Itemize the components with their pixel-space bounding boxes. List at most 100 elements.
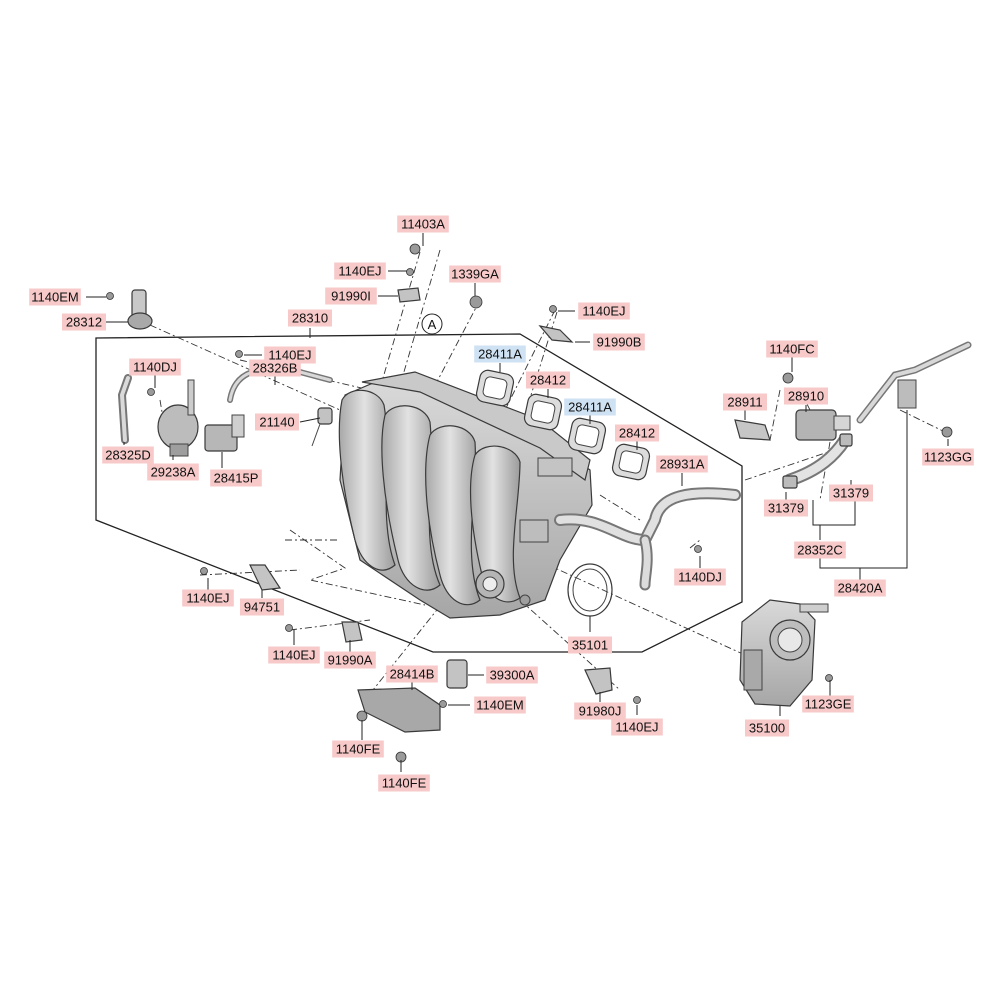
part-number-text: 35100 [749, 721, 785, 736]
actuator-29238a [157, 379, 199, 457]
part-label-28910: 28910 [784, 387, 828, 405]
part-number-text: 28420A [838, 581, 883, 596]
part-label-bg [526, 371, 570, 389]
clamp-31379-b [839, 433, 853, 447]
part-label-28325d: 28325D [102, 446, 154, 464]
part-label-91980j: 91980J [574, 702, 626, 720]
part-label-bg [784, 387, 828, 405]
part-label-28420a: 28420A [834, 579, 886, 597]
part-label-bg [593, 333, 645, 351]
part-label-91990a: 91990A [324, 651, 376, 669]
part-number-text: 1140EJ [268, 348, 311, 363]
part-label-1140dj-b: 1140DJ [674, 568, 726, 586]
part-number-text: 28415P [214, 471, 259, 486]
part-number-text: 28931A [660, 457, 705, 472]
callout-reference-a-text: A [428, 317, 437, 332]
part-label-39300a: 39300A [486, 666, 538, 684]
part-label-bg [829, 484, 873, 502]
part-label-28352c: 28352C [794, 541, 846, 559]
part-label-1140ej-a: 1140EJ [334, 262, 386, 280]
part-number-text: 1140FE [336, 742, 381, 757]
part-label-bg [568, 636, 612, 654]
part-label-28411a-b: 28411A [564, 398, 616, 416]
part-label-28911: 28911 [723, 393, 767, 411]
part-number-text: 1140DJ [133, 360, 177, 375]
part-number-text: 94751 [244, 600, 280, 615]
part-number-text: 1140EM [31, 290, 78, 305]
bolt-icons [106, 243, 953, 763]
part-label-bg [656, 455, 708, 473]
sensor-39300a [446, 659, 468, 689]
part-number-text: 31379 [768, 501, 804, 516]
throttle-gasket-35101 [567, 563, 613, 617]
part-label-bg [264, 346, 316, 364]
part-label-bg [574, 702, 626, 720]
solenoid-28415p [204, 414, 245, 452]
part-label-bg [802, 695, 854, 713]
part-label-bg [249, 359, 301, 377]
part-label-bg [29, 288, 81, 306]
part-label-28326b: 28326B [249, 359, 301, 377]
part-number-text: 1140EJ [338, 264, 381, 279]
part-label-bg [210, 469, 262, 487]
part-label-bg [378, 774, 430, 792]
part-label-bg [324, 651, 376, 669]
part-number-text: 21140 [259, 415, 294, 430]
part-label-1140ej-f: 1140EJ [611, 718, 663, 736]
part-label-bg [766, 340, 818, 358]
part-label-1140fe-a: 1140FE [332, 740, 384, 758]
part-label-bg [723, 393, 767, 411]
part-label-1140em-a: 1140EM [29, 288, 81, 306]
part-number-text: 28911 [727, 395, 762, 410]
bracket-91990b [538, 325, 574, 343]
part-label-bg [240, 598, 284, 616]
part-label-bg [182, 589, 234, 607]
part-number-text: 1140EJ [582, 304, 625, 319]
part-label-35101: 35101 [568, 636, 612, 654]
part-label-bg [564, 398, 616, 416]
part-label-bg [334, 262, 386, 280]
part-label-28931a: 28931A [656, 455, 708, 473]
part-number-text: 11403A [401, 217, 445, 232]
part-label-1123ge: 1123GE [802, 695, 854, 713]
part-label-28310: 28310 [288, 309, 332, 327]
part-number-text: 28326B [253, 361, 298, 376]
part-number-text: 28325D [105, 448, 151, 463]
gasket-28412-1 [523, 393, 563, 431]
heat-shield-28414b [357, 687, 441, 733]
bracket-28911 [734, 419, 771, 441]
part-label-bg [288, 309, 332, 327]
part-label-1140ej-d: 1140EJ [182, 589, 234, 607]
part-number-text: 1339GA [451, 267, 499, 282]
part-label-11403a: 11403A [397, 215, 449, 233]
part-label-1140ej-e: 1140EJ [268, 646, 320, 664]
part-label-bg [611, 718, 663, 736]
part-label-bg [268, 646, 320, 664]
part-label-bg [397, 215, 449, 233]
part-number-text: 1140EM [476, 698, 523, 713]
part-label-bg [764, 499, 808, 517]
part-label-1140fe-b: 1140FE [378, 774, 430, 792]
valve-28910 [795, 409, 851, 441]
part-number-text: 1140FC [769, 342, 814, 357]
part-label-28312: 28312 [62, 313, 106, 331]
assembly-dash-lines [149, 249, 946, 701]
part-label-bg [325, 287, 377, 305]
part-label-29238a: 29238A [147, 463, 199, 481]
part-number-text: 1140EJ [615, 720, 658, 735]
callout-reference-a: A [421, 313, 443, 335]
part-number-text: 28910 [788, 389, 824, 404]
part-number-text: 28352C [797, 543, 843, 558]
part-label-1339ga: 1339GA [449, 265, 501, 283]
bracket-94751 [249, 564, 282, 591]
clamp-31379-a [782, 475, 798, 489]
bracket-91990a [341, 621, 363, 643]
bracket-91990i [397, 287, 421, 303]
part-label-28412-a: 28412 [526, 371, 570, 389]
part-label-bg [834, 579, 886, 597]
part-label-bg [332, 740, 384, 758]
part-label-28412-b: 28412 [615, 424, 659, 442]
part-number-text: 1123GG [924, 450, 972, 465]
part-label-bg [615, 424, 659, 442]
